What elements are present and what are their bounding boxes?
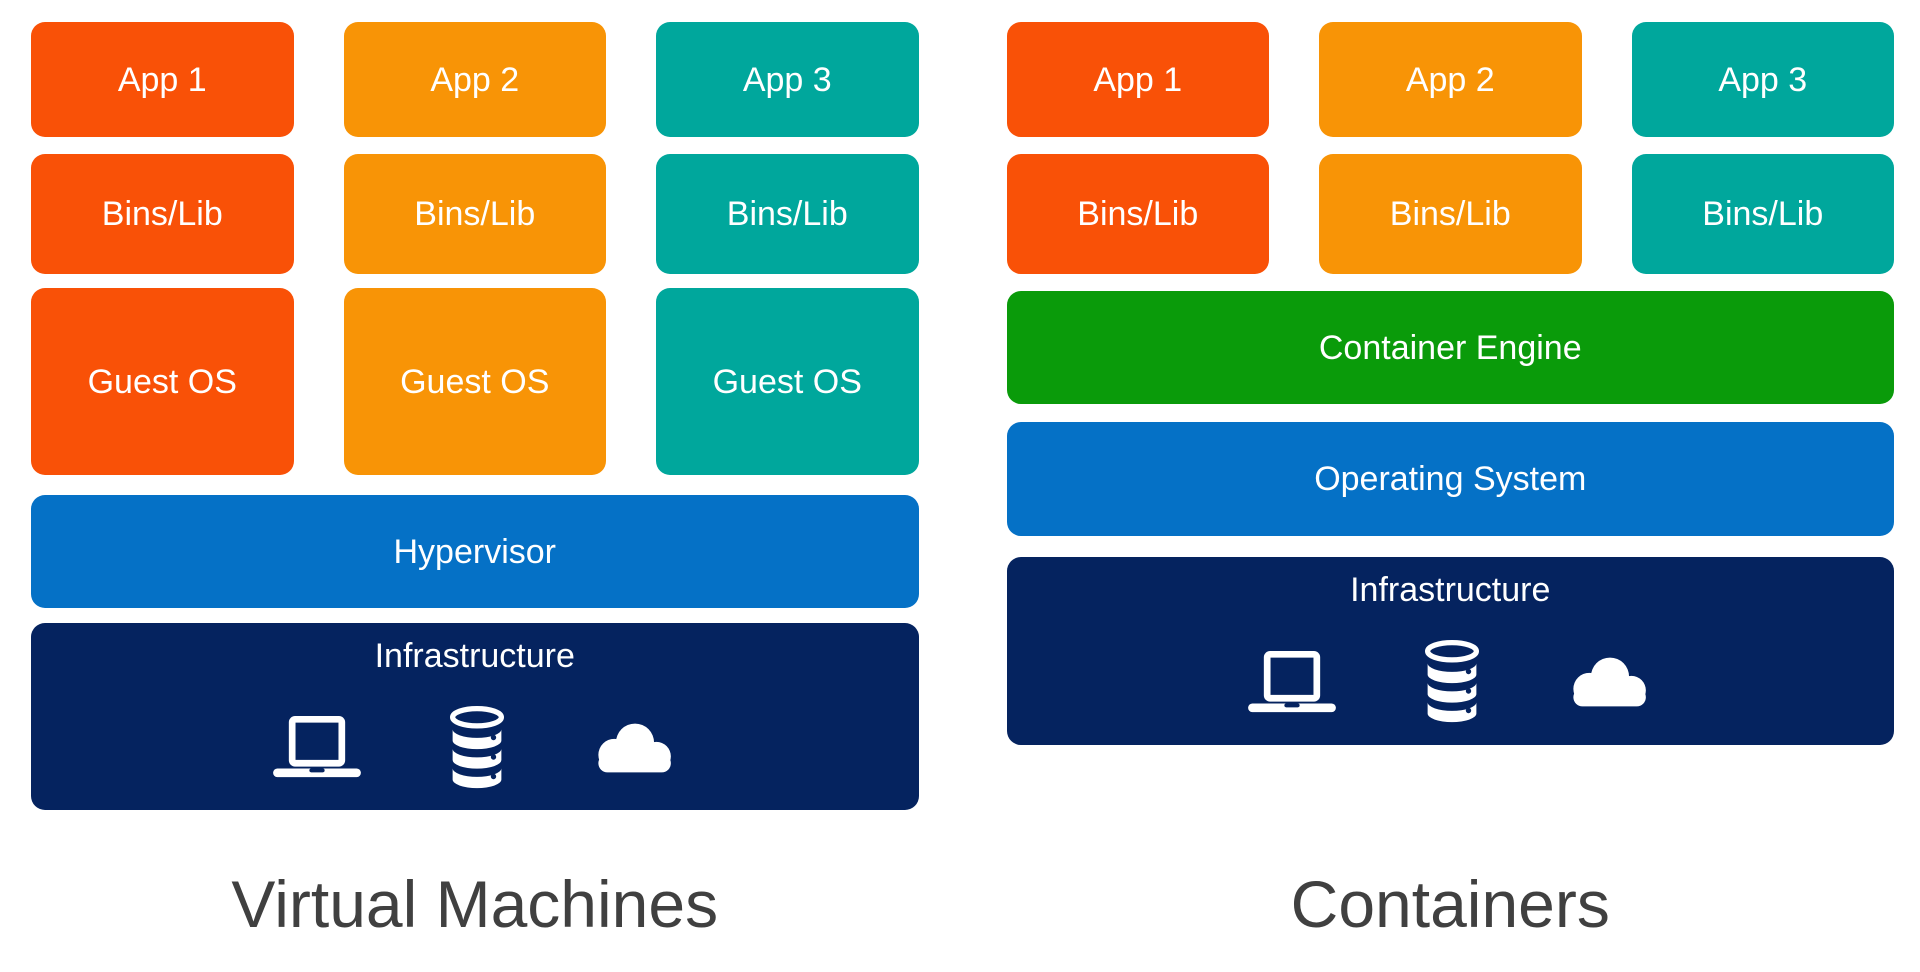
- container-app-2-box: App 2: [1319, 22, 1582, 137]
- container-app-3-box: App 3: [1631, 22, 1894, 137]
- vm-app-2-label: App 2: [430, 60, 520, 99]
- container-bins-2-box: Bins/Lib: [1319, 154, 1582, 274]
- vm-infrastructure-icons: [269, 685, 681, 810]
- vm-app-1-box: App 1: [31, 22, 294, 137]
- containers-infrastructure-bar: Infrastructure: [1006, 557, 1894, 745]
- container-engine-bar: Container Engine: [1006, 291, 1894, 404]
- vm-apps-row: App 1 App 2 App 3: [31, 22, 919, 137]
- vm-guest-os-row: Guest OS Guest OS Guest OS: [31, 288, 919, 475]
- cloud-icon: [1564, 653, 1656, 711]
- vm-guest-os-1-label: Guest OS: [87, 362, 237, 401]
- laptop-icon: [1244, 650, 1340, 714]
- containers-panel: App 1 App 2 App 3 Bins/Lib Bins/Lib Bins…: [1006, 22, 1894, 946]
- vm-guest-os-3-box: Guest OS: [656, 288, 919, 475]
- container-bins-1-label: Bins/Lib: [1077, 195, 1199, 233]
- database-icon: [447, 705, 507, 790]
- vm-app-2-box: App 2: [343, 22, 606, 137]
- vm-bins-row: Bins/Lib Bins/Lib Bins/Lib: [31, 154, 919, 274]
- vm-bins-2-box: Bins/Lib: [343, 154, 606, 274]
- container-bins-3-label: Bins/Lib: [1702, 195, 1824, 233]
- database-icon: [1422, 640, 1482, 724]
- vm-app-3-label: App 3: [742, 60, 832, 99]
- containers-panel-title: Containers: [1290, 867, 1610, 941]
- container-app-3-label: App 3: [1718, 60, 1808, 99]
- container-engine-label: Container Engine: [1318, 328, 1582, 367]
- vm-bins-3-box: Bins/Lib: [656, 154, 919, 274]
- vm-bins-3-label: Bins/Lib: [726, 195, 848, 233]
- vm-guest-os-3-label: Guest OS: [712, 362, 862, 401]
- container-app-1-box: App 1: [1006, 22, 1269, 137]
- operating-system-bar: Operating System: [1006, 422, 1894, 536]
- vm-panel-title: Virtual Machines: [231, 867, 719, 941]
- containers-bins-row: Bins/Lib Bins/Lib Bins/Lib: [1006, 154, 1894, 274]
- container-app-1-label: App 1: [1093, 60, 1183, 99]
- container-bins-3-box: Bins/Lib: [1631, 154, 1894, 274]
- vm-guest-os-2-box: Guest OS: [343, 288, 606, 475]
- vm-panel: App 1 App 2 App 3 Bins/Lib Bins/Lib Bins…: [31, 22, 919, 946]
- container-app-2-label: App 2: [1405, 60, 1495, 99]
- vm-app-3-box: App 3: [656, 22, 919, 137]
- laptop-icon: [269, 716, 365, 779]
- vm-infrastructure-label: Infrastructure: [374, 637, 575, 675]
- container-bins-2-label: Bins/Lib: [1389, 195, 1511, 233]
- containers-apps-row: App 1 App 2 App 3: [1006, 22, 1894, 137]
- operating-system-label: Operating System: [1314, 460, 1587, 498]
- vm-bins-2-label: Bins/Lib: [414, 195, 536, 233]
- vm-guest-os-2-label: Guest OS: [400, 362, 550, 401]
- vm-infrastructure-bar: Infrastructure: [31, 623, 919, 810]
- container-bins-1-box: Bins/Lib: [1006, 154, 1269, 274]
- cloud-icon: [589, 719, 681, 777]
- containers-infrastructure-label: Infrastructure: [1350, 571, 1551, 609]
- hypervisor-label: Hypervisor: [393, 532, 556, 571]
- vm-bins-1-box: Bins/Lib: [31, 154, 294, 274]
- vm-bins-1-label: Bins/Lib: [101, 195, 223, 233]
- containers-infrastructure-icons: [1244, 619, 1656, 745]
- vm-app-1-label: App 1: [117, 60, 207, 99]
- vm-guest-os-1-box: Guest OS: [31, 288, 294, 475]
- hypervisor-bar: Hypervisor: [31, 495, 919, 608]
